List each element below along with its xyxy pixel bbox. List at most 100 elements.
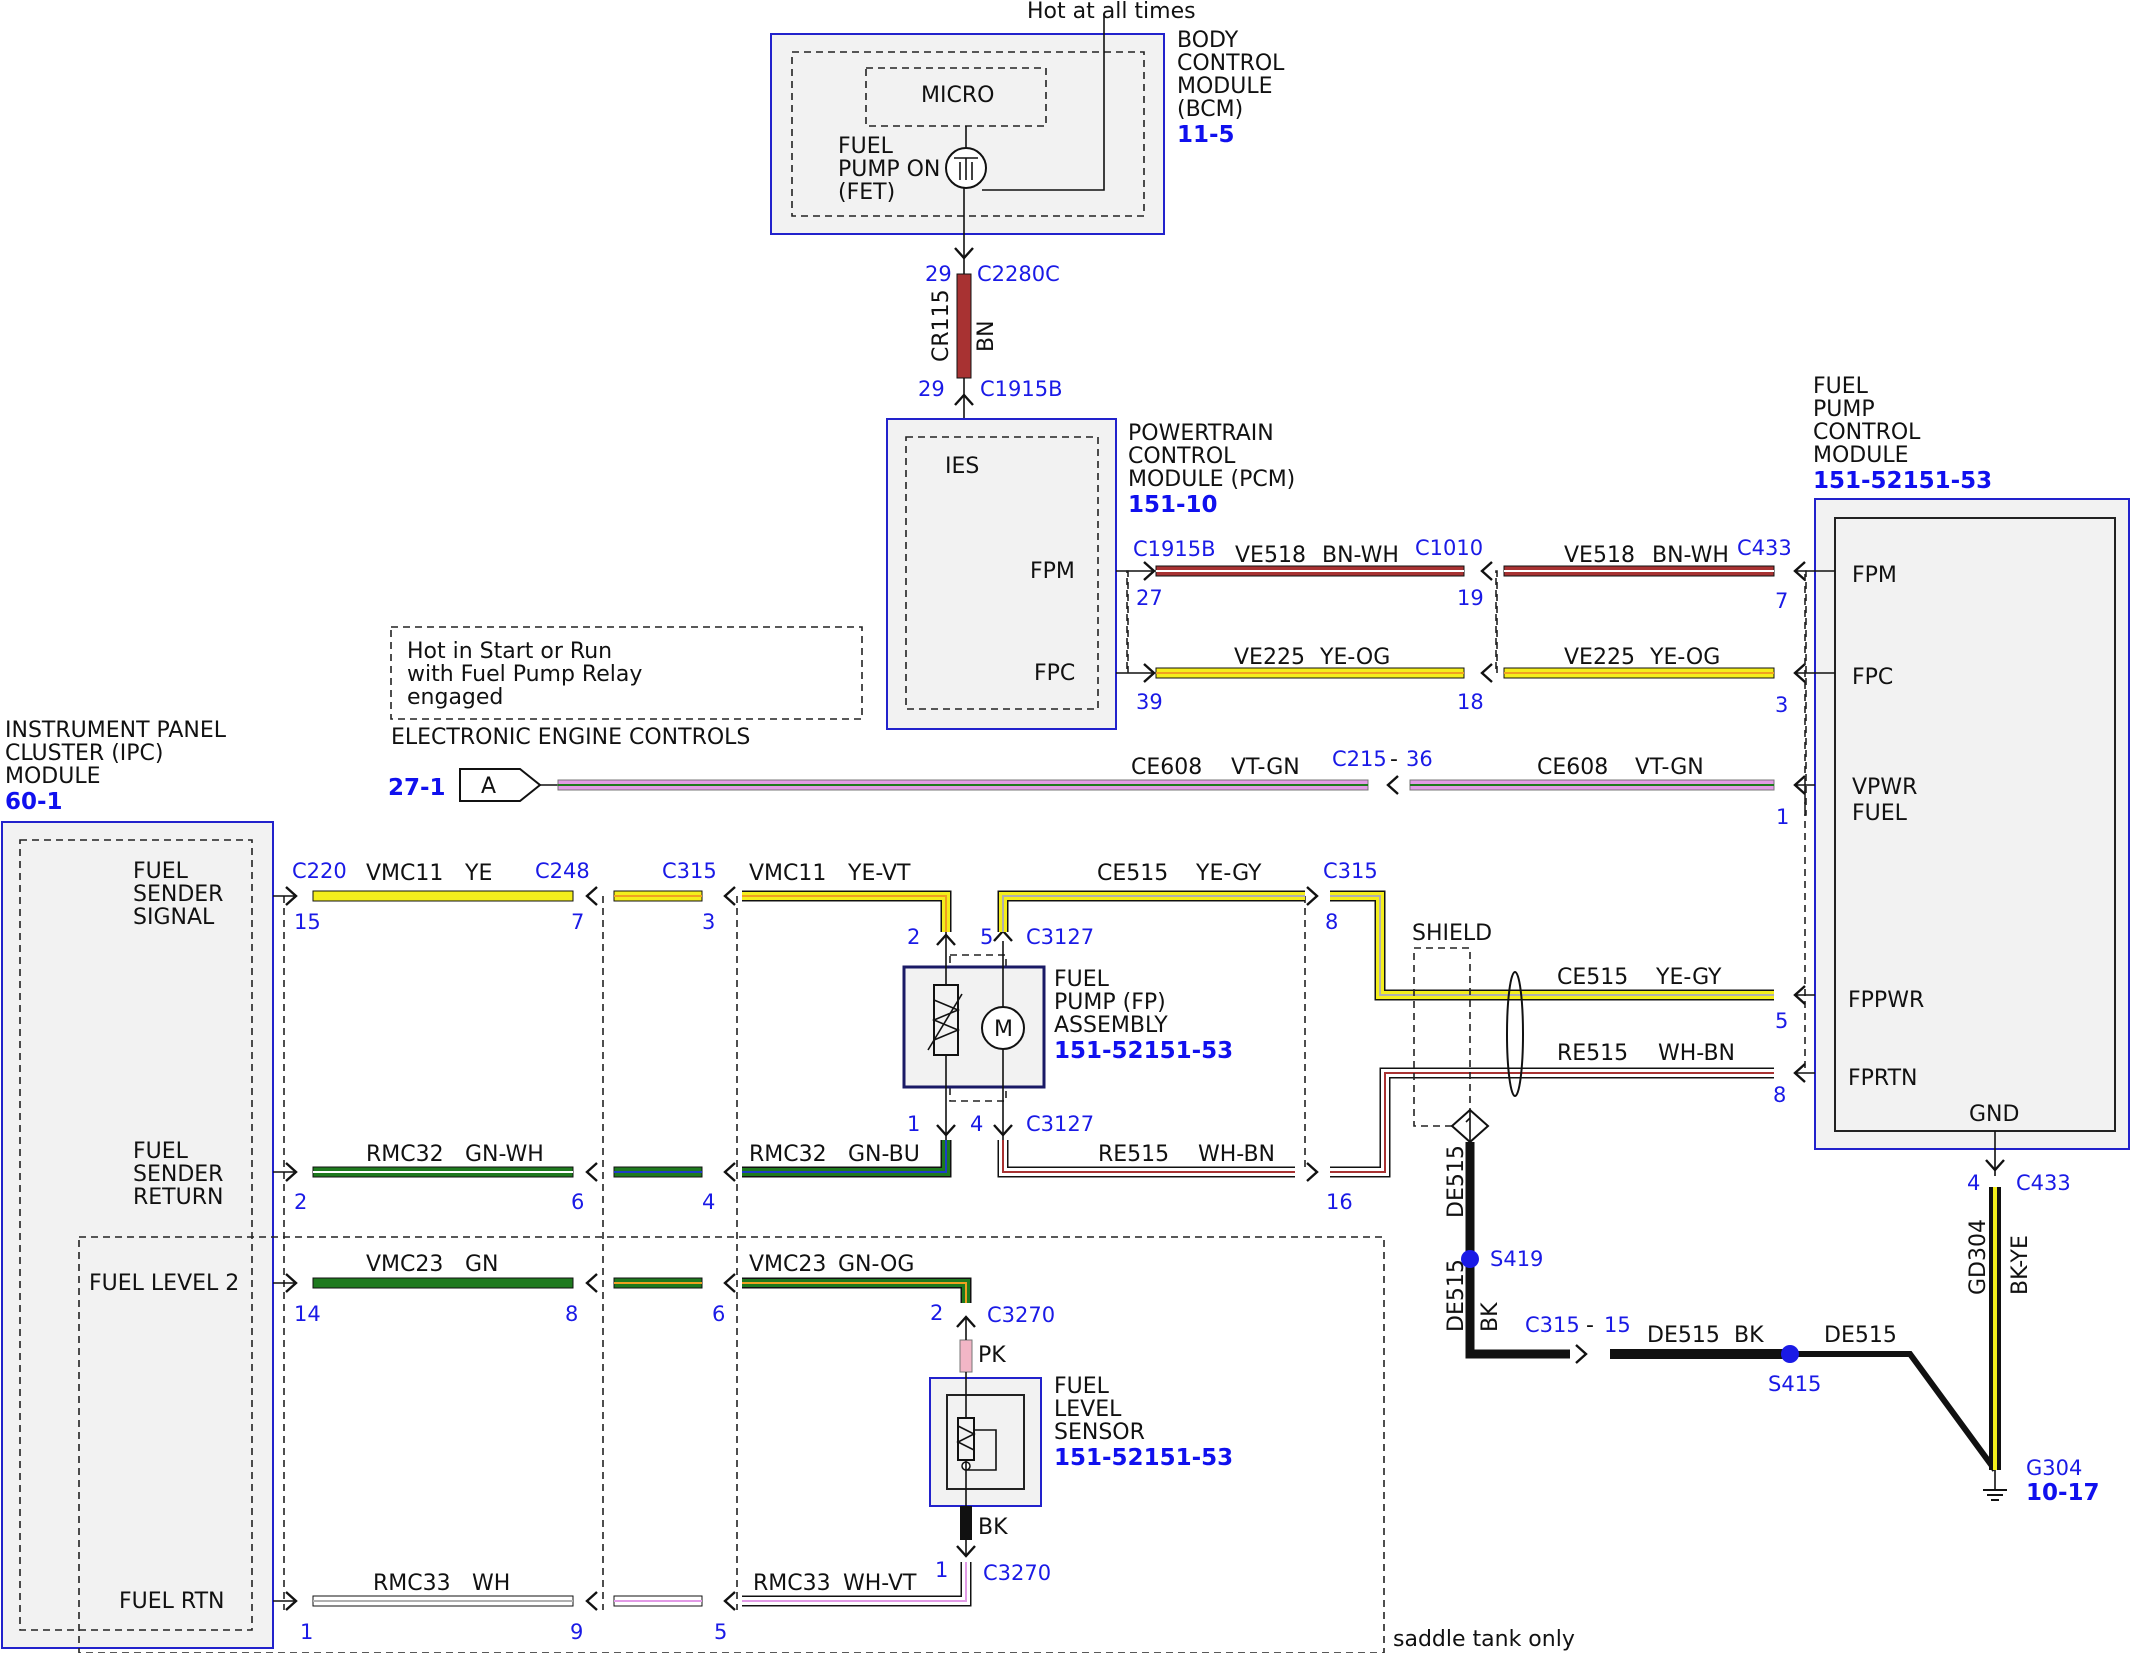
wire-gd304: 4 C433 GD304 BK-YE G304 10-17 — [1966, 1131, 2100, 1506]
bcm-name-line4: (BCM) — [1177, 97, 1243, 122]
pcm-name-line1: POWERTRAIN — [1128, 421, 1274, 446]
re515-circuit-b: RE515 — [1557, 1041, 1628, 1066]
vmc11-conn-r: C248 — [535, 859, 590, 883]
pcm-module: IES FPM FPC POWERTRAIN CONTROL MODULE (P… — [886, 418, 1295, 730]
rmc32-pin-b: 4 — [702, 1190, 715, 1214]
ce608-color-a: VT-GN — [1231, 755, 1300, 780]
vmc23-pin-l: 14 — [294, 1302, 321, 1326]
vmc23-conn-fls: C3270 — [987, 1303, 1055, 1327]
wire-rmc32: RMC32 GN-WH RMC32 GN-BU 2 6 4 1 — [273, 1112, 952, 1214]
wire-de515: DE515 S419 DE515 BK C315 - 15 DE515 BK S… — [1444, 1142, 1998, 1472]
fpcm-name-line3: CONTROL — [1813, 420, 1921, 445]
vmc11-color-b: YE-VT — [847, 861, 911, 886]
rmc33-circuit-a: RMC33 — [373, 1571, 451, 1596]
de515-label-b: DE515 — [1444, 1259, 1469, 1332]
fuel-pump-assembly: M FUEL PUMP (FP) ASSEMBLY 151-52151-53 — [902, 932, 1233, 1140]
de515-circuit-c: DE515 — [1647, 1323, 1720, 1348]
ve225-circuit-b: VE225 — [1564, 645, 1635, 670]
ce515-pin-b: 5 — [1775, 1009, 1788, 1033]
cr115-color: BN — [974, 320, 999, 352]
fpcm-fprtn-label: FPRTN — [1848, 1066, 1918, 1091]
gd304-conn: C433 — [2016, 1171, 2071, 1195]
de515-dash: - — [1586, 1313, 1594, 1338]
fls-name-line2: LEVEL — [1054, 1397, 1122, 1422]
splice-s419-icon — [1461, 1250, 1479, 1268]
de515-pin: 15 — [1604, 1313, 1631, 1337]
vmc23-circuit-b: VMC23 — [749, 1252, 826, 1277]
pcm-name-line2: CONTROL — [1128, 444, 1236, 469]
fp-name-line2: PUMP (FP) — [1054, 990, 1166, 1015]
gd304-circuit: GD304 — [1966, 1219, 1991, 1295]
rmc32-pin-l: 2 — [294, 1190, 307, 1214]
pcm-name-line3: MODULE (PCM) — [1128, 467, 1295, 492]
wire-vmc11: C220 VMC11 YE C248 C315 VMC11 YE-VT 15 7… — [273, 859, 952, 949]
rmc33-conn-fls: C3270 — [983, 1561, 1051, 1585]
fpcm-module: FUEL PUMP CONTROL MODULE 151-52151-53 FP… — [1813, 374, 2130, 1150]
de515-circuit-d: DE515 — [1824, 1323, 1897, 1348]
ve518-color-a: BN-WH — [1322, 543, 1399, 568]
wire-re515: RE515 WH-BN 8 RE515 WH-BN 16 4 C3127 — [970, 1041, 1815, 1214]
connector-outlines — [283, 785, 1806, 1610]
eec-connector-a — [459, 768, 542, 802]
eec-ref: 27-1 — [388, 775, 446, 801]
vmc23-circuit-a: VMC23 — [366, 1252, 443, 1277]
fpcm-name-line2: PUMP — [1813, 397, 1875, 422]
re515-pin-fp: 4 — [970, 1112, 983, 1136]
wire-ce515: 5 C3127 CE515 YE-GY C315 8 CE515 YE-GY 5 — [980, 859, 1815, 1033]
rmc33-pin-l: 1 — [300, 1620, 313, 1644]
re515-conn-fp: C3127 — [1026, 1112, 1094, 1136]
de515-label-a: DE515 — [1444, 1145, 1469, 1218]
note-box: Hot in Start or Run with Fuel Pump Relay… — [390, 626, 863, 750]
rmc33-pin-fls: 1 — [935, 1558, 948, 1582]
saddle-tank-note: saddle tank only — [1393, 1627, 1575, 1652]
vmc23-color-b: GN-OG — [838, 1252, 914, 1277]
vmc23-pin-b: 6 — [712, 1302, 725, 1326]
ce515-conn: C315 — [1323, 859, 1378, 883]
fls-ref: 151-52151-53 — [1054, 1445, 1233, 1471]
fpcm-name-line1: FUEL — [1813, 374, 1869, 399]
fpcm-fppwr-label: FPPWR — [1848, 988, 1924, 1013]
note-line2: with Fuel Pump Relay — [407, 662, 642, 687]
fpcm-gnd-label: GND — [1969, 1102, 2019, 1127]
fls-name-line3: SENSOR — [1054, 1420, 1145, 1445]
ipc-fuel-level-2: FUEL LEVEL 2 — [89, 1271, 239, 1296]
fpcm-vpwr-line2: FUEL — [1852, 801, 1908, 826]
wire-cr115: 29 C2280C CR115 BN 29 C1915B — [918, 188, 1063, 440]
fpcm-vpwr-line1: VPWR — [1852, 775, 1917, 800]
ve225-color-a: YE-OG — [1319, 645, 1390, 670]
note-line1: Hot in Start or Run — [407, 639, 612, 664]
ipc-ref: 60-1 — [5, 789, 63, 815]
ce515-conn-fp: C3127 — [1026, 925, 1094, 949]
vmc11-conn-l: C220 — [292, 859, 347, 883]
pcm-fpc-label: FPC — [1034, 661, 1075, 686]
gd304-color: BK-YE — [2008, 1235, 2033, 1295]
de515-conn: C315 — [1525, 1313, 1580, 1337]
rmc33-circuit-b: RMC33 — [753, 1571, 831, 1596]
pcm-ref: 151-10 — [1128, 492, 1218, 518]
bcm-name-line2: CONTROL — [1177, 51, 1285, 76]
ce608-pin-b: 1 — [1776, 805, 1789, 829]
bcm-name-line3: MODULE — [1177, 74, 1273, 99]
ipc-sender-signal-line3: SIGNAL — [133, 905, 215, 930]
wire-ve518: C1915B VE518 BN-WH C1010 VE518 BN-WH C43… — [1116, 536, 1835, 613]
vmc11-pin-b: 3 — [702, 910, 715, 934]
ipc-sender-signal-line1: FUEL — [133, 859, 189, 884]
bcm-micro-label: MICRO — [921, 83, 994, 108]
re515-pin-b: 8 — [1773, 1083, 1786, 1107]
bcm-top-note: Hot at all times — [1027, 0, 1196, 24]
fls-name-line1: FUEL — [1054, 1374, 1110, 1399]
ce608-pin-a: 36 — [1406, 747, 1433, 771]
re515-pin-a: 16 — [1326, 1190, 1353, 1214]
ce608-circuit-b: CE608 — [1537, 755, 1608, 780]
ce608-conn: C215 — [1332, 747, 1387, 771]
shield: SHIELD — [1412, 921, 1524, 1144]
rmc32-pin-fp: 1 — [907, 1112, 920, 1136]
fpcm-name-line4: MODULE — [1813, 443, 1909, 468]
ce515-pin: 8 — [1325, 910, 1338, 934]
fpcm-ref: 151-52151-53 — [1813, 468, 1992, 494]
ce608-color-b: VT-GN — [1635, 755, 1704, 780]
fpcm-fpm-label: FPM — [1852, 563, 1897, 588]
ipc-sender-signal-line2: SENDER — [133, 882, 223, 907]
vmc11-pin-l: 15 — [294, 910, 321, 934]
